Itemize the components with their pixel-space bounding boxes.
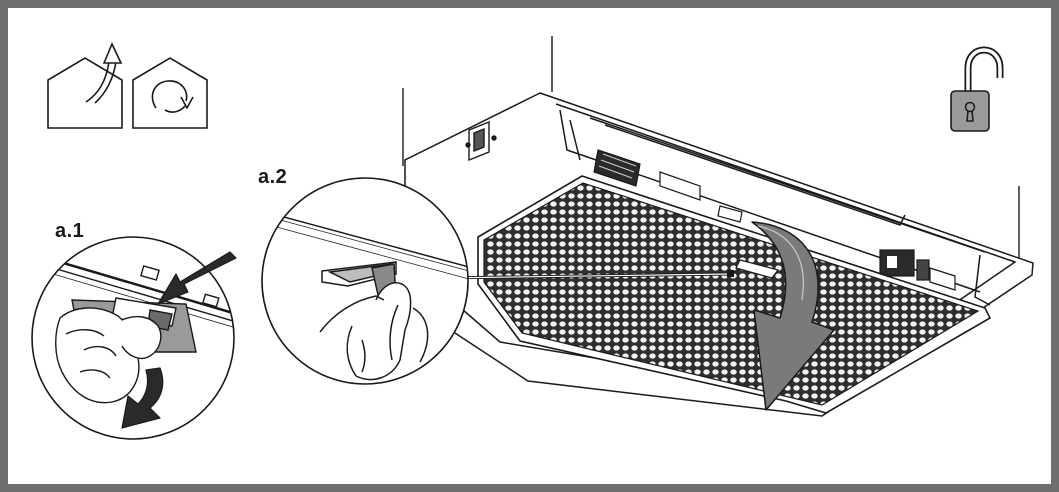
cabinet-lines: [402, 36, 1020, 258]
grease-filter: [477, 175, 992, 414]
rotation-arrow-icon: [751, 221, 835, 411]
fan-block: [593, 149, 956, 291]
house-with-recirculation-icon: [132, 57, 208, 129]
step-label-a2: a.2: [258, 166, 288, 188]
step-label-a1: a.1: [55, 220, 85, 242]
filter-removal-illustration: [31, 36, 1034, 440]
house-with-exhaust-arrow-icon: [47, 42, 123, 129]
side-connector: [465, 120, 497, 162]
pull-down-arrow-icon: [121, 367, 164, 429]
callout-leader: [439, 270, 734, 280]
push-arrow-icon: [157, 251, 237, 305]
detail-circle-a2: [261, 177, 469, 385]
open-padlock-icon: [950, 46, 1004, 132]
